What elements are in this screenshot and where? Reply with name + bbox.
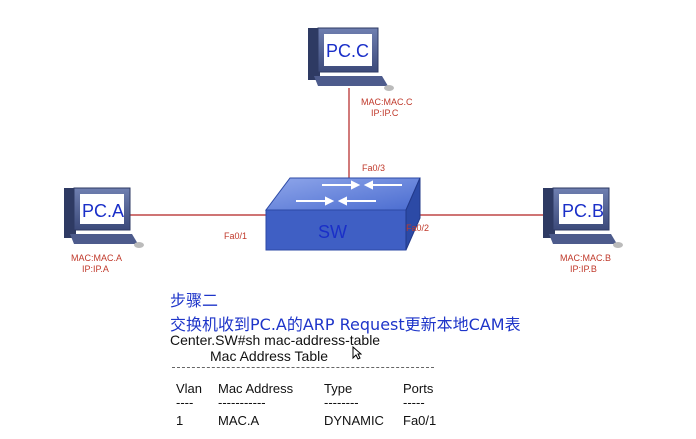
pc-c-mac: MAC:MAC.C: [361, 97, 413, 107]
pc-a-ip: IP:IP.A: [82, 264, 109, 274]
cli-command: Center.SW#sh mac-address-table: [170, 332, 381, 348]
table-row-type: DYNAMIC: [324, 413, 384, 428]
col-header-mac: Mac Address: [218, 381, 294, 396]
pc-a-mac: MAC:MAC.A: [71, 253, 122, 263]
pc-c-label: PC.C: [326, 41, 369, 61]
switch-label: SW: [318, 222, 347, 242]
col-header-type: Type: [324, 381, 353, 396]
col-underline-mac: -----------: [218, 395, 266, 410]
pc-b-icon: [543, 187, 623, 248]
pc-a-label: PC.A: [82, 201, 124, 221]
col-underline-vlan: ----: [176, 395, 194, 410]
pc-b-label: PC.B: [562, 201, 604, 221]
mouse-cursor-icon: [352, 346, 362, 360]
table-divider: [172, 367, 434, 368]
step-description: 交换机收到PC.A的ARP Request更新本地CAM表: [170, 315, 521, 334]
port-label-fa0-3: Fa0/3: [362, 163, 385, 173]
table-row-mac: MAC.A: [218, 413, 260, 428]
col-header-ports: Ports: [403, 381, 434, 396]
col-underline-type: --------: [324, 395, 359, 410]
pc-b-ip: IP:IP.B: [570, 264, 597, 274]
pc-a-icon: [64, 187, 144, 248]
col-underline-ports: -----: [403, 395, 425, 410]
pc-c-icon: [308, 27, 394, 91]
pc-b-mac: MAC:MAC.B: [560, 253, 611, 263]
mac-table-title: Mac Address Table: [210, 348, 329, 364]
col-header-vlan: Vlan: [176, 381, 203, 396]
step-title: 步骤二: [170, 291, 219, 310]
switch-icon: [265, 177, 421, 251]
port-label-fa0-1: Fa0/1: [224, 231, 247, 241]
port-label-fa0-2: Fa0/2: [406, 223, 429, 233]
table-row-port: Fa0/1: [403, 413, 437, 428]
pc-c-ip: IP:IP.C: [371, 108, 399, 118]
table-row-vlan: 1: [176, 413, 184, 428]
